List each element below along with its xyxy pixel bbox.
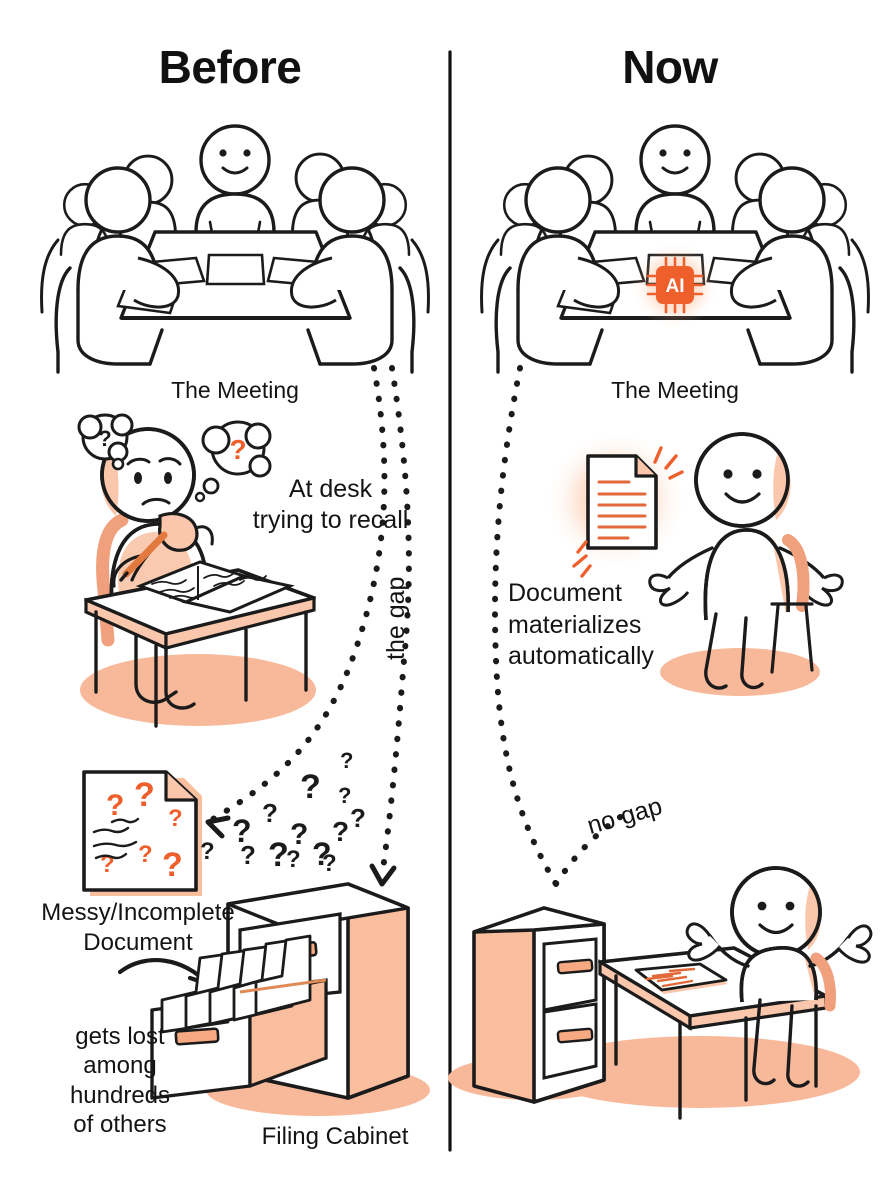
svg-text:?: ? bbox=[98, 426, 111, 451]
svg-text:?: ? bbox=[168, 805, 183, 832]
gap-question-mark: ? bbox=[290, 818, 309, 851]
meeting-lead-figure-left bbox=[194, 124, 276, 253]
svg-text:?: ? bbox=[162, 846, 183, 884]
sparkle-lines bbox=[572, 446, 684, 578]
dotted-curve-left-outer bbox=[205, 365, 388, 825]
caption-gets-lost: gets lost among hundreds of others bbox=[69, 1023, 171, 1138]
caption-document-materializes: Document materializes automatically bbox=[508, 579, 654, 670]
thought-bubble-left: ? bbox=[77, 413, 134, 471]
gap-question-mark: ? bbox=[338, 783, 352, 808]
gap-question-mark: ? bbox=[350, 803, 366, 833]
gap-question-mark: ? bbox=[268, 836, 289, 874]
left-desk-scene: ? ? bbox=[77, 413, 316, 728]
front-right-figure bbox=[729, 166, 856, 374]
gap-question-mark: ? bbox=[322, 850, 337, 877]
dotted-arrowheads bbox=[205, 815, 397, 887]
gap-question-mark: ? bbox=[300, 768, 321, 806]
caption-at-desk: At desk trying to recall bbox=[252, 475, 409, 535]
front-left-figure bbox=[54, 166, 181, 374]
gap-question-mark: ? bbox=[340, 748, 354, 773]
filing-cabinet-left bbox=[150, 882, 430, 1116]
folders bbox=[160, 934, 312, 1034]
header-before: Before bbox=[158, 41, 302, 93]
caption-meeting-right: The Meeting bbox=[611, 377, 739, 403]
left-meeting-scene bbox=[40, 124, 430, 374]
gap-question-mark: ? bbox=[332, 816, 350, 847]
gap-question-mark: ? bbox=[240, 840, 256, 870]
caption-meeting-left: The Meeting bbox=[171, 377, 299, 403]
gap-question-mark: ? bbox=[262, 798, 278, 828]
dotted-flow-lines bbox=[205, 365, 631, 887]
right-doc-scene bbox=[546, 430, 844, 696]
ai-chip-icon: AI bbox=[631, 241, 719, 329]
right-bottom-scene bbox=[448, 866, 873, 1120]
dotted-curve-right bbox=[492, 365, 559, 887]
thought-bubble-right: ? bbox=[194, 420, 272, 503]
gap-question-mark: ? bbox=[312, 836, 332, 872]
caption-filing-cabinet: Filing Cabinet bbox=[261, 1123, 409, 1150]
label-the-gap: the gap bbox=[382, 576, 410, 660]
gap-question-mark: ? bbox=[200, 838, 215, 865]
front-right-figure bbox=[289, 166, 416, 374]
svg-text:?: ? bbox=[229, 434, 246, 465]
meeting-lead-figure-right bbox=[634, 124, 716, 253]
dotted-curve-right-hook bbox=[553, 809, 631, 887]
svg-text:?: ? bbox=[134, 776, 155, 814]
front-left-figure bbox=[494, 166, 621, 374]
right-meeting-scene: AI bbox=[480, 124, 870, 374]
messy-document-icon: ? ? ? ? ? ? bbox=[82, 770, 202, 896]
svg-text:?: ? bbox=[138, 841, 153, 868]
dotted-curve-left-inner bbox=[379, 365, 412, 879]
header-now: Now bbox=[622, 41, 718, 93]
gap-question-mark: ? bbox=[286, 846, 301, 873]
gets-lost-arrow bbox=[117, 958, 211, 987]
gap-question-mark: ? bbox=[232, 813, 252, 849]
caption-messy-document: Messy/Incomplete Document bbox=[41, 899, 235, 956]
svg-text:?: ? bbox=[106, 789, 124, 822]
ai-chip-label: AI bbox=[666, 276, 685, 297]
